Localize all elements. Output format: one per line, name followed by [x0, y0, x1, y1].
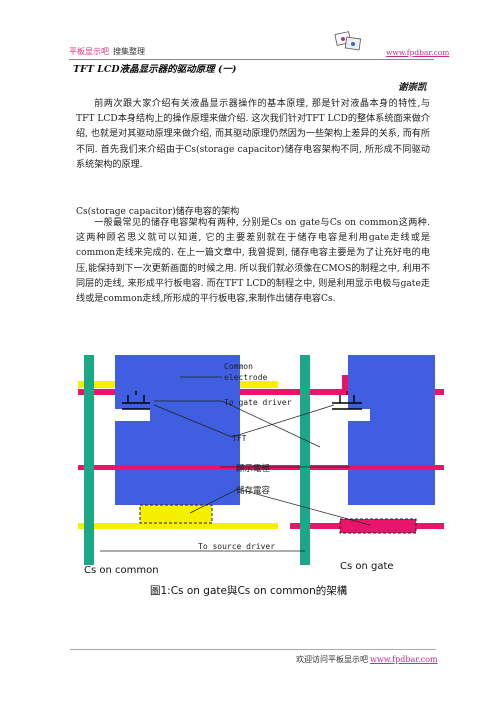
- data-line-middle: [300, 355, 310, 565]
- gate-line-middle: [78, 465, 444, 470]
- label-common-1: Common: [224, 362, 253, 371]
- footer-link[interactable]: www.fpdbar.com: [370, 655, 438, 664]
- header-subtitle: 搜集整理: [113, 47, 145, 56]
- pixel-electrode-left: [115, 355, 240, 505]
- site-logo: [334, 31, 362, 51]
- label-tft: TFT: [232, 434, 247, 443]
- footer-divider: [70, 649, 436, 650]
- leader-lines: [100, 376, 371, 552]
- header-brand[interactable]: 平板显示吧: [69, 47, 109, 56]
- label-common-2: electrode: [224, 373, 268, 382]
- common-line-bottom: [78, 523, 278, 529]
- cs-architecture-diagram: Common electrode To gate driver TFT 顯示電極…: [78, 355, 444, 575]
- header-divider: [69, 59, 434, 60]
- figure-caption: 圖1:Cs on gate與Cs on common的架構: [150, 585, 348, 597]
- pixel-electrode-right: [348, 355, 435, 505]
- document-author: 谢崇凯: [398, 82, 427, 93]
- intro-paragraph: 前两次跟大家介绍有关液晶显示器操作的基本原理, 那是针对液晶本身的特性,与TFT…: [76, 99, 430, 170]
- tft-right: [332, 391, 362, 410]
- storage-cap-left: [139, 504, 213, 524]
- data-line-left: [84, 355, 94, 565]
- header-url[interactable]: www.fpdbar.com: [386, 48, 450, 57]
- label-storage-cap: 儲存電容: [236, 485, 271, 496]
- section-heading: Cs(storage capacitor)储存电容的架构: [76, 207, 240, 217]
- tft-left: [122, 391, 150, 410]
- sublabel-cs-on-common: Cs on common: [84, 565, 159, 575]
- footer-text: 欢迎访问平板显示吧: [296, 655, 368, 664]
- gate-line-top: [78, 389, 444, 395]
- document-title: TFT LCD液晶显示器的驱动原理 (一): [73, 64, 237, 75]
- storage-cap-right: [339, 518, 417, 534]
- section-paragraph: 一般最常见的储存电容架构有两种, 分别是Cs on gate与Cs on com…: [76, 218, 430, 305]
- label-pixel-electrode: 顯示電極: [236, 463, 271, 474]
- sublabel-cs-on-gate: Cs on gate: [340, 561, 394, 572]
- header-left: 平板显示吧搜集整理: [69, 46, 145, 57]
- label-gate-driver: To gate driver: [224, 398, 292, 407]
- label-source-driver: To source driver: [198, 542, 275, 551]
